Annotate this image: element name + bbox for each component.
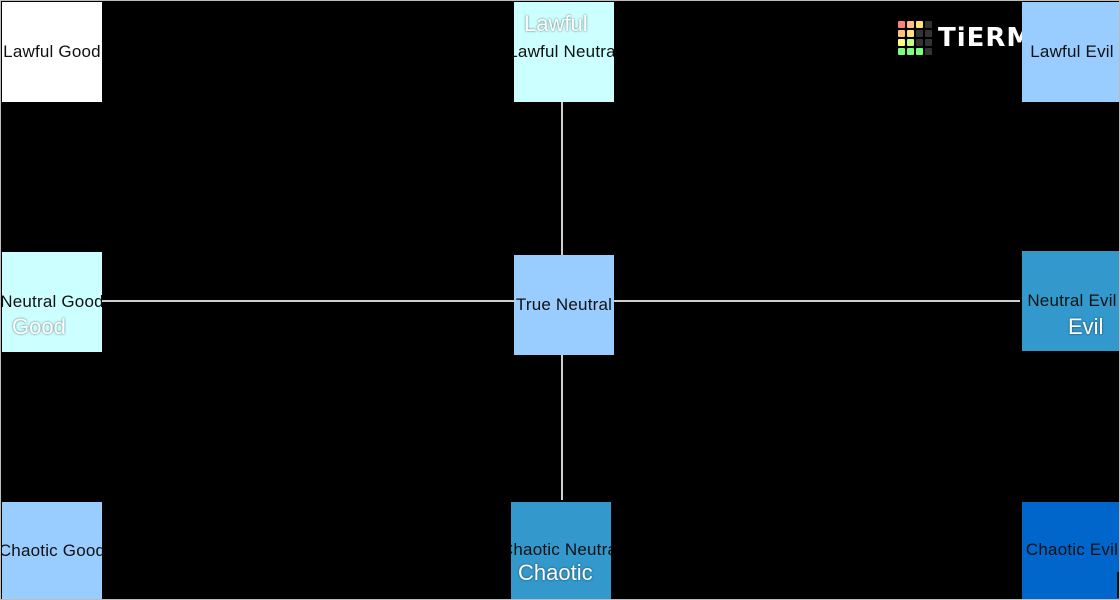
- logo-grid-square: [907, 30, 914, 37]
- tile-lawful-good[interactable]: Lawful Good: [2, 2, 102, 102]
- logo-grid-square: [907, 21, 914, 28]
- tile-lawful-evil[interactable]: Lawful Evil: [1022, 2, 1120, 102]
- tile-label: Neutral Evil: [1027, 291, 1117, 310]
- logo-grid-square: [898, 21, 905, 28]
- tile-neutral-evil[interactable]: Neutral Evil: [1022, 251, 1120, 351]
- logo-grid-square: [907, 48, 914, 55]
- logo-grid-square: [916, 48, 923, 55]
- logo-grid-square: [898, 30, 905, 37]
- tiermaker-grid-icon: [898, 21, 932, 55]
- logo-grid-square: [916, 21, 923, 28]
- tile-chaotic-neutral[interactable]: Chaotic Neutral: [511, 502, 611, 600]
- logo-grid-square: [925, 39, 932, 46]
- tile-label: Lawful Good: [3, 42, 101, 61]
- tile-lawful-neutral[interactable]: Lawful Neutral: [514, 2, 614, 102]
- text-cursor: [1117, 572, 1119, 598]
- tile-label: Lawful Neutral: [514, 42, 614, 61]
- tile-label: Neutral Good: [2, 292, 102, 311]
- axis-label-lawful: Lawful: [524, 11, 588, 36]
- axis-label-good: Good: [12, 314, 66, 339]
- tile-label: Lawful Evil: [1030, 42, 1114, 61]
- logo-grid-square: [898, 39, 905, 46]
- axis-label-evil: Evil: [1068, 314, 1104, 339]
- logo-grid-square: [907, 39, 914, 46]
- tile-label: Chaotic Neutral: [511, 540, 611, 559]
- logo-grid-square: [898, 48, 905, 55]
- logo-text: TiERMAKER: [938, 23, 1022, 53]
- tile-true-neutral[interactable]: True Neutral: [514, 255, 614, 355]
- tile-label: Chaotic Evil: [1025, 540, 1119, 559]
- tile-label: True Neutral: [515, 295, 613, 314]
- logo-grid-square: [925, 30, 932, 37]
- tile-neutral-good[interactable]: Neutral Good: [2, 252, 102, 352]
- tile-chaotic-good[interactable]: Chaotic Good: [2, 502, 102, 600]
- logo-grid-square: [925, 21, 932, 28]
- logo-grid-square: [916, 39, 923, 46]
- logo-grid-square: [925, 48, 932, 55]
- tile-label: Chaotic Good: [2, 541, 102, 560]
- tiermaker-logo: TiERMAKER: [898, 20, 1022, 56]
- logo-grid-square: [916, 30, 923, 37]
- tile-chaotic-evil[interactable]: Chaotic Evil: [1022, 502, 1120, 600]
- axis-label-chaotic: Chaotic: [518, 560, 593, 585]
